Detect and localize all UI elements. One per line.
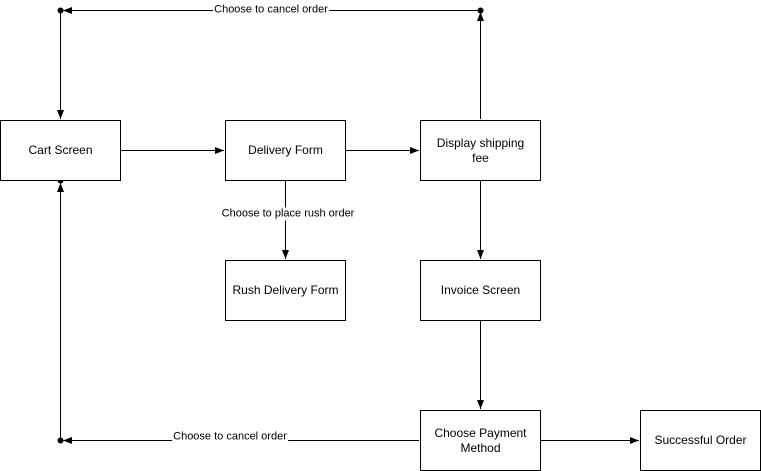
- junction-dot-top-right: [477, 7, 484, 14]
- node-invoice-screen-label: Invoice Screen: [440, 283, 521, 297]
- node-cart-screen: Cart Screen: [0, 120, 121, 181]
- node-display-shipping-fee: Display shipping fee: [420, 120, 541, 181]
- node-delivery-form-label: Delivery Form: [248, 143, 323, 157]
- node-cart-screen-label: Cart Screen: [28, 143, 93, 157]
- node-choose-payment-method: Choose Payment Method: [420, 410, 541, 471]
- node-choose-payment-method-label: Choose Payment Method: [434, 425, 527, 455]
- edge-label-cancel-bottom: Choose to cancel order: [172, 430, 288, 444]
- node-successful-order-label: Successful Order: [654, 433, 747, 447]
- node-rush-delivery-form: Rush Delivery Form: [225, 260, 346, 321]
- node-delivery-form: Delivery Form: [225, 120, 346, 181]
- edge-label-rush-order: Choose to place rush order: [220, 207, 356, 221]
- junction-dot-top-left: [57, 7, 64, 14]
- junction-dot-bottom-left: [57, 437, 64, 444]
- edge-label-cancel-top: Choose to cancel order: [213, 3, 329, 17]
- node-successful-order: Successful Order: [640, 410, 761, 471]
- node-invoice-screen: Invoice Screen: [420, 260, 541, 321]
- node-rush-delivery-form-label: Rush Delivery Form: [232, 283, 339, 297]
- node-display-shipping-fee-label: Display shipping fee: [436, 135, 525, 165]
